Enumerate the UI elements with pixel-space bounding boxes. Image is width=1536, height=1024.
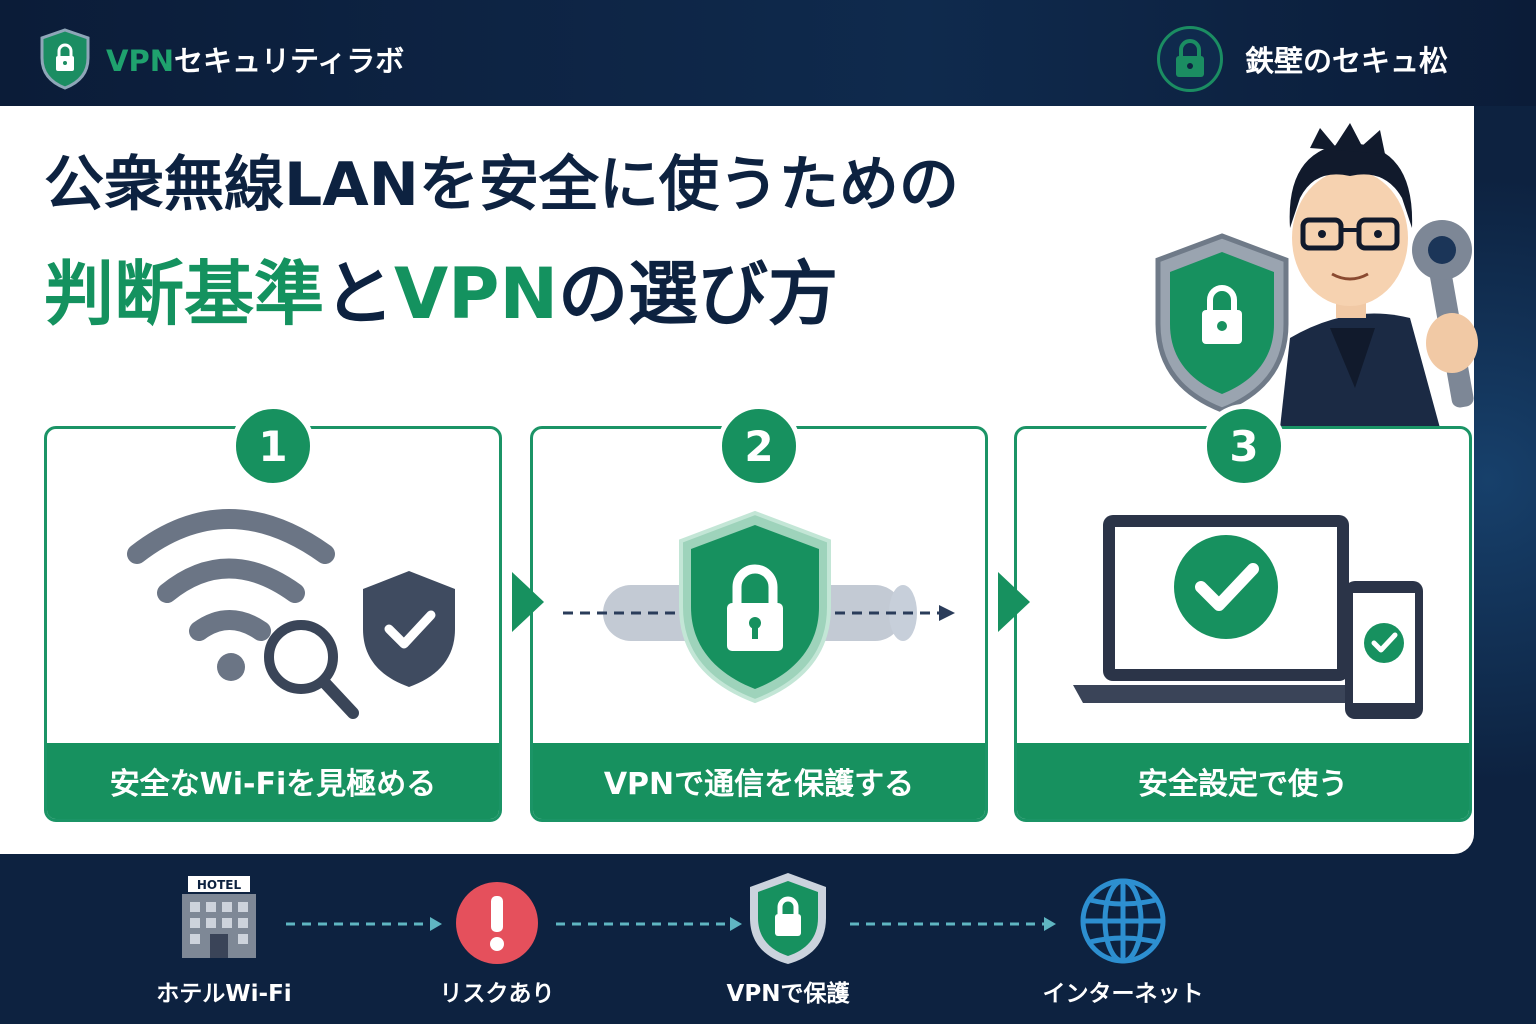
step2-illustration <box>563 510 955 704</box>
flow-label-hotel: ホテルWi-Fi <box>156 981 292 1007</box>
author-badge: 鉄壁のセキュ松 <box>1156 24 1448 94</box>
page-title-line1: 公衆無線LANを安全に使うための <box>44 150 959 220</box>
laptop-check-icon <box>1073 515 1379 703</box>
title-highlight-vpn: VPN <box>394 253 559 335</box>
check-shield-icon <box>363 571 455 687</box>
flow-label-internet: インターネット <box>1042 981 1204 1007</box>
flow-arrow-icon <box>286 917 442 931</box>
brand-accent-text: VPN <box>106 44 174 78</box>
step-number-3: 3 <box>1202 404 1286 488</box>
magnifier-icon <box>264 620 359 719</box>
step3-illustration <box>1073 515 1423 719</box>
hotel-sign-text: HOTEL <box>197 878 242 892</box>
arrow-right-icon <box>512 572 544 632</box>
hotel-icon: HOTEL <box>182 876 256 958</box>
arrow-right-icon <box>998 572 1030 632</box>
flow-label-vpn: VPNで保護 <box>726 981 850 1007</box>
title-suffix: の選び方 <box>558 253 839 335</box>
brand-logo[interactable]: VPNセキュリティラボ <box>38 28 404 90</box>
globe-icon <box>1080 878 1166 964</box>
flow-label-risk: リスクあり <box>439 981 555 1007</box>
warning-icon <box>456 882 538 964</box>
flow-arrow-icon <box>556 917 742 931</box>
step-number-1: 1 <box>231 404 315 488</box>
step-card-1[interactable]: 安全なWi-Fiを見極める <box>44 426 502 822</box>
mascot-character <box>1155 123 1478 428</box>
flow-arrow-icon <box>850 917 1056 931</box>
step-2-label: VPNで通信を保護する <box>533 743 985 819</box>
title-connector: と <box>324 253 394 335</box>
page-title-line2: 判断基準とVPNの選び方 <box>44 248 1144 340</box>
wifi-icon <box>127 509 335 641</box>
step-number-2: 2 <box>717 404 801 488</box>
lock-shield-icon <box>679 510 831 704</box>
lock-icon <box>1156 26 1223 92</box>
title-highlight-criteria: 判断基準 <box>44 253 324 335</box>
author-name: 鉄壁のセキュ松 <box>1244 44 1448 78</box>
step-card-3[interactable]: 安全設定で使う <box>1014 426 1472 822</box>
step-card-2[interactable]: VPNで通信を保護する <box>530 426 988 822</box>
top-header: VPNセキュリティラボ 鉄壁のセキュ松 <box>0 0 1536 106</box>
step-1-label: 安全なWi-Fiを見極める <box>47 743 499 819</box>
lock-shield-icon <box>750 873 826 964</box>
brand-rest-text: セキュリティラボ <box>173 44 405 78</box>
step1-illustration <box>127 509 455 719</box>
phone-check-icon <box>1345 581 1423 719</box>
brand-name: VPNセキュリティラボ <box>106 38 404 80</box>
step-3-label: 安全設定で使う <box>1017 743 1469 819</box>
shield-lock-icon <box>40 28 90 90</box>
